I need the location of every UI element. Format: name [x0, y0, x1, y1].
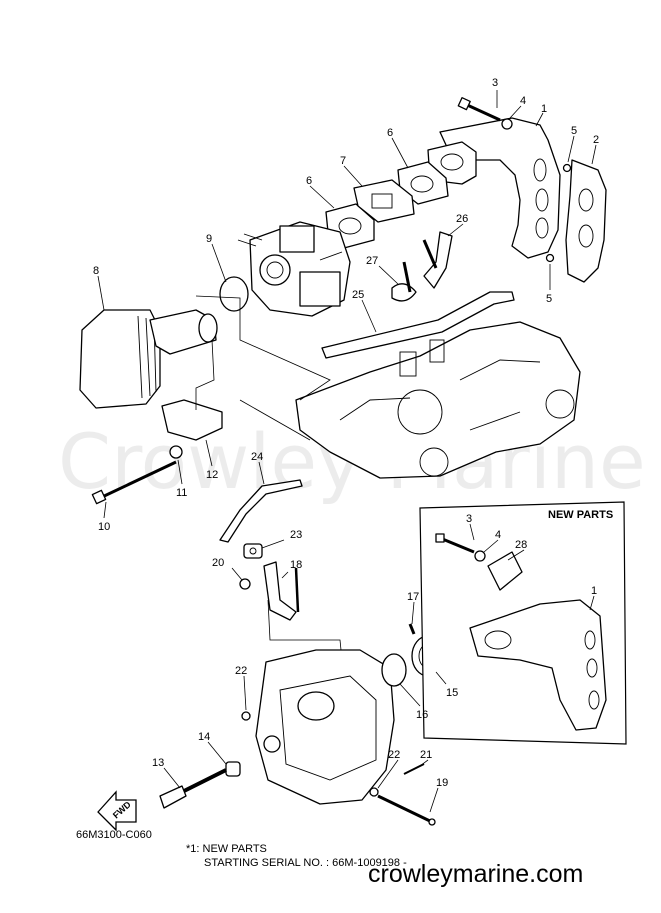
callout-2: 2 [593, 134, 599, 146]
callout-10: 10 [98, 521, 110, 533]
callout-new-4: 4 [495, 529, 501, 541]
callout-9: 9 [206, 233, 212, 245]
footnote-line-1: *1: NEW PARTS [186, 843, 267, 855]
bolt-10 [91, 460, 177, 505]
bracket-26 [422, 231, 453, 289]
callout-6-upper: 6 [387, 127, 393, 139]
callout-24: 24 [251, 451, 263, 463]
callout-13: 13 [152, 757, 164, 769]
callout-8: 8 [93, 265, 99, 277]
callout-3: 3 [492, 77, 498, 89]
lever-18 [263, 561, 300, 621]
leader-lines [97, 90, 597, 813]
callout-new-28: 28 [515, 539, 527, 551]
bolt-3-and-washer-4 [457, 97, 572, 263]
callouts: 3 4 1 5 2 5 6 7 6 26 27 25 9 8 10 11 12 … [93, 77, 599, 789]
washer-20 [239, 578, 251, 590]
new-parts-title: NEW PARTS [548, 509, 613, 521]
callout-12: 12 [206, 469, 218, 481]
callout-22-lower: 22 [388, 749, 400, 761]
callout-21: 21 [420, 749, 432, 761]
knob-14 [225, 761, 241, 777]
link-end-23 [243, 543, 263, 559]
callout-26: 26 [456, 213, 468, 225]
intake-silencer-housing [255, 649, 395, 805]
grommet-16 [381, 653, 407, 687]
callout-16: 16 [416, 709, 428, 721]
callout-5-upper: 5 [571, 125, 577, 137]
diagram-code: 66M3100-C060 [76, 829, 152, 841]
screw-17 [408, 623, 416, 635]
callout-20: 20 [212, 557, 224, 569]
callout-7: 7 [340, 155, 346, 167]
choke-rod-13 [159, 768, 227, 809]
callout-1: 1 [541, 103, 547, 115]
callout-6-lower: 6 [306, 175, 312, 187]
callout-4: 4 [520, 95, 526, 107]
callout-17: 17 [407, 591, 419, 603]
site-watermark: crowleymarine.com [368, 860, 583, 888]
callout-new-1: 1 [591, 585, 597, 597]
bracket-12 [161, 399, 223, 441]
fwd-arrow-icon: FWD [97, 790, 137, 832]
nut-11 [169, 445, 183, 459]
callout-23: 23 [290, 529, 302, 541]
washer-22-upper [241, 711, 251, 721]
callout-19: 19 [436, 777, 448, 789]
footnote-line-2: STARTING SERIAL NO. : 66M-1009198 - [204, 857, 407, 869]
manifold-gasket [565, 159, 607, 283]
callout-14: 14 [198, 731, 210, 743]
callout-11: 11 [176, 487, 187, 499]
clamp-27 [391, 261, 417, 302]
callout-18: 18 [290, 559, 302, 571]
callout-15: 15 [446, 687, 458, 699]
carburetor [237, 221, 351, 317]
callout-27: 27 [366, 255, 378, 267]
carburetor-gasket-9 [219, 276, 249, 312]
callout-25: 25 [352, 289, 364, 301]
washer-22-lower [369, 787, 379, 797]
callout-22-upper: 22 [235, 665, 247, 677]
carburetor-gaskets [325, 161, 449, 249]
callout-new-3: 3 [466, 513, 472, 525]
crankcase-block [295, 321, 581, 479]
rod-19 [377, 794, 436, 826]
callout-5-lower: 5 [546, 293, 552, 305]
throttle-link-24 [219, 479, 303, 543]
fuel-hose-25 [321, 291, 515, 359]
new-parts-inset: NEW PARTS [419, 501, 627, 745]
silencer-8 [79, 309, 218, 409]
